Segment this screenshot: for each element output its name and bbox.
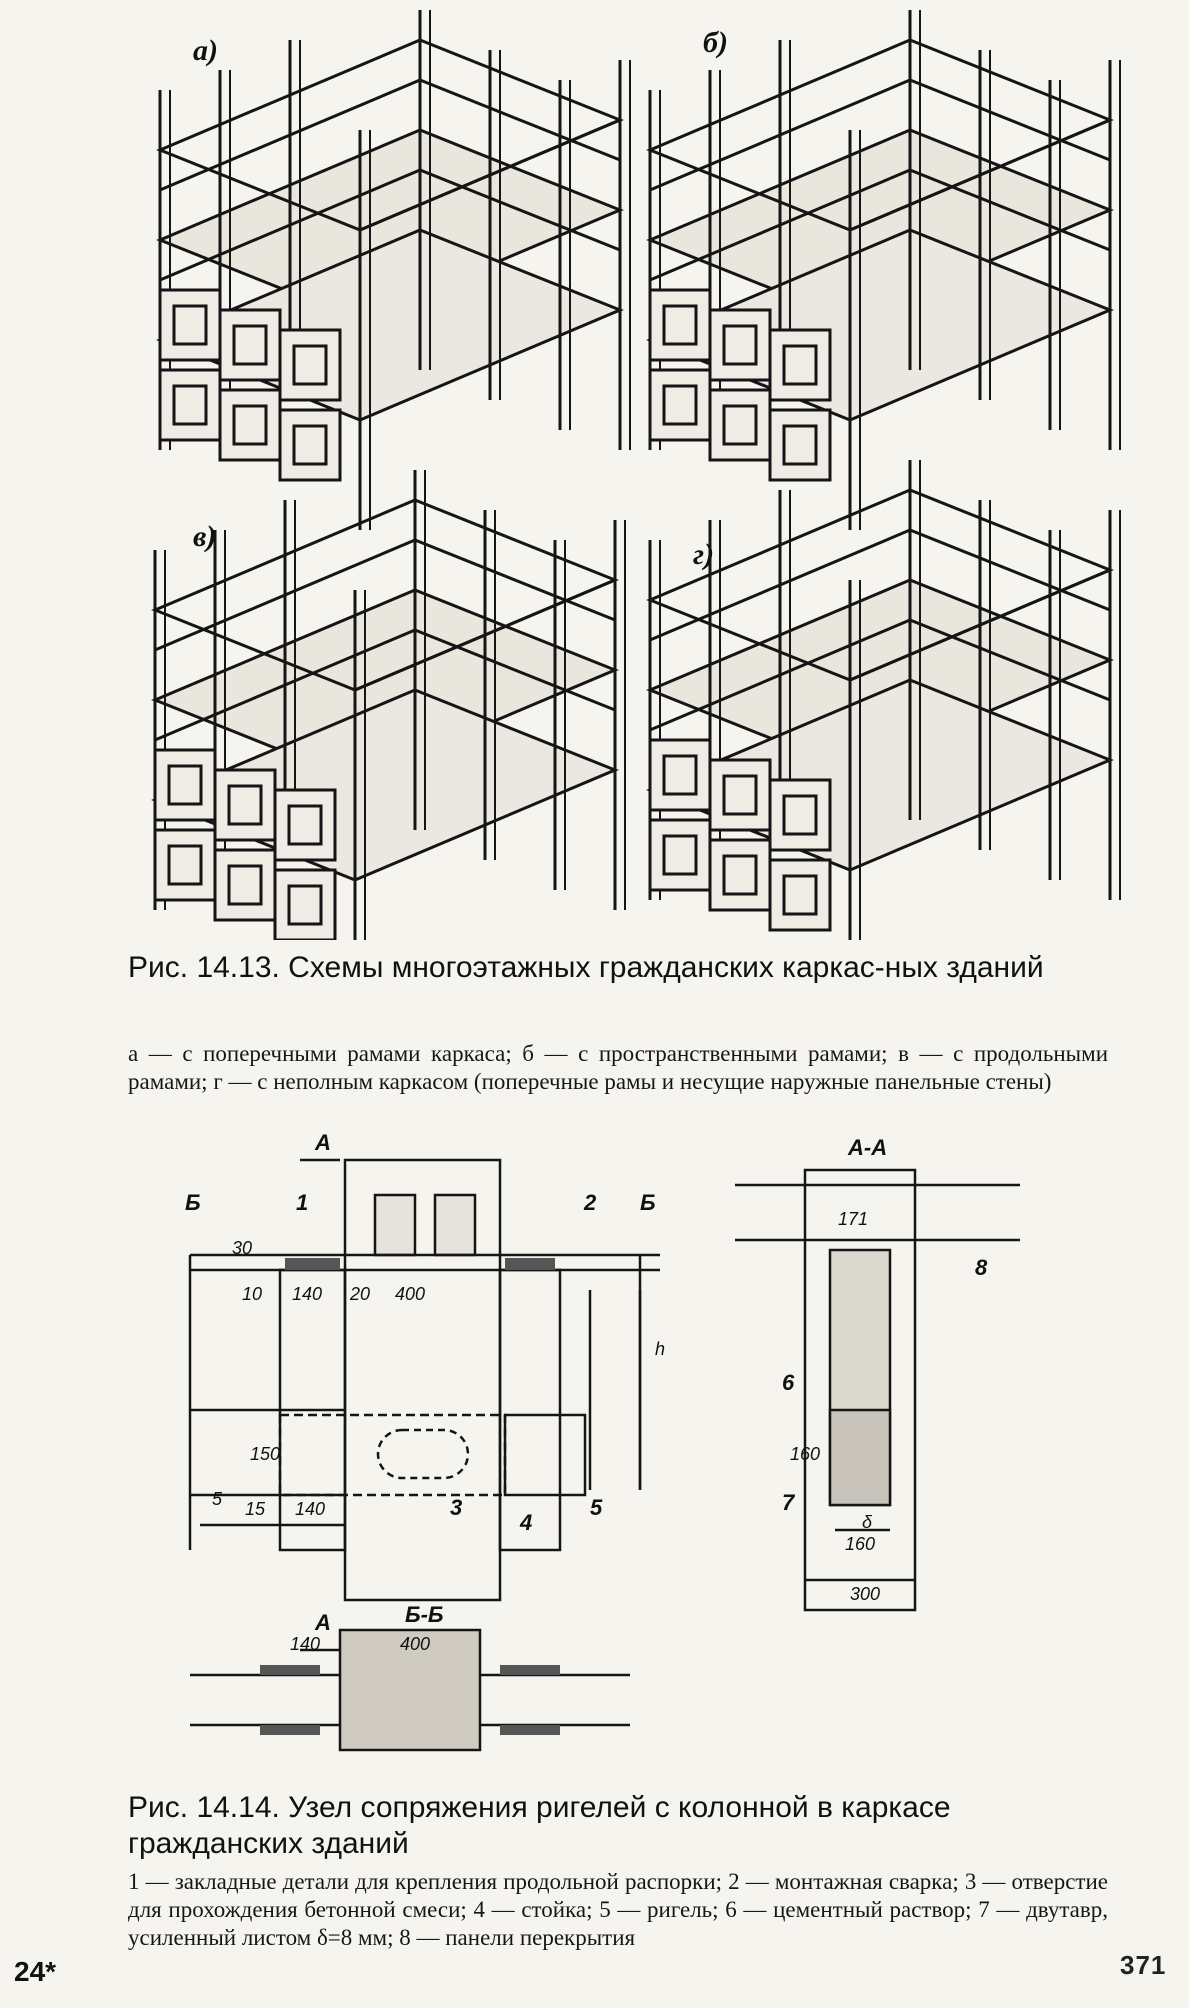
page-number: 24* — [14, 1956, 57, 1987]
dim-160v: 160 — [790, 1444, 820, 1464]
column-elevation — [343, 1158, 502, 1602]
dim-140a: 140 — [292, 1284, 322, 1304]
scheme-v — [153, 468, 627, 940]
dim-140c: 140 — [290, 1634, 320, 1654]
figure-14-13-drawings — [153, 8, 1122, 940]
figure-14-14-caption-title: Рис. 14.14. Узел сопряжения ригелей с ко… — [128, 1791, 951, 1860]
dim-400a: 400 — [395, 1284, 425, 1304]
figure-14-14-caption-body: 1 — закладные детали для крепления продо… — [128, 1868, 1108, 1952]
scheme-a — [158, 8, 632, 532]
figure-14-13-caption-body: а — с поперечными рамами каркаса; б — с … — [128, 1040, 1108, 1096]
ref-2: 2 — [583, 1190, 597, 1215]
dim-150: 150 — [250, 1444, 280, 1464]
dim-5: 5 — [212, 1489, 223, 1509]
ref-6: 6 — [782, 1370, 795, 1395]
dim-h: h — [655, 1339, 665, 1359]
section-label-bb: Б-Б — [405, 1602, 443, 1627]
section-label-b-right: Б — [640, 1190, 656, 1215]
dim-15: 15 — [245, 1499, 266, 1519]
ref-4: 4 — [519, 1510, 532, 1535]
ref-3: 3 — [450, 1495, 462, 1520]
scheme-g — [648, 458, 1122, 940]
figure-14-13-caption-text: а — с поперечными рамами каркаса; б — с … — [128, 1041, 1108, 1094]
section-label-a-top: А — [314, 1130, 331, 1155]
dim-160: 160 — [845, 1534, 875, 1554]
dim-10: 10 — [242, 1284, 262, 1304]
dim-30: 30 — [232, 1238, 252, 1258]
section-label-aa: А-А — [847, 1135, 887, 1160]
figure-14-14-drawings: А А Б Б А-А Б-Б 30 10 140 20 400 h 150 5… — [185, 1130, 1020, 1752]
panel-label-a: а) — [193, 34, 218, 67]
panel-label-g: г) — [693, 538, 715, 571]
dim-delta: δ — [862, 1512, 873, 1532]
scheme-b — [648, 8, 1122, 532]
section-label-b-left: Б — [185, 1190, 201, 1215]
dim-140b: 140 — [295, 1499, 325, 1519]
ref-5: 5 — [590, 1495, 603, 1520]
ref-8: 8 — [975, 1255, 988, 1280]
dim-20: 20 — [349, 1284, 370, 1304]
ref-7: 7 — [782, 1490, 796, 1515]
dim-300: 300 — [850, 1584, 880, 1604]
section-label-a-bottom: А — [314, 1610, 331, 1635]
panel-label-v: в) — [193, 520, 217, 553]
dim-171: 171 — [838, 1209, 868, 1229]
ref-1: 1 — [296, 1190, 308, 1215]
panel-label-b: б) — [703, 26, 728, 59]
figure-14-13-caption-title: Рис. 14.13. Схемы многоэтажных гражданск… — [128, 951, 1044, 984]
figure-14-14-caption-text: 1 — закладные детали для крепления продо… — [128, 1869, 1108, 1950]
dim-400b: 400 — [400, 1634, 430, 1654]
page-stamp: 371 — [1120, 1950, 1167, 1980]
